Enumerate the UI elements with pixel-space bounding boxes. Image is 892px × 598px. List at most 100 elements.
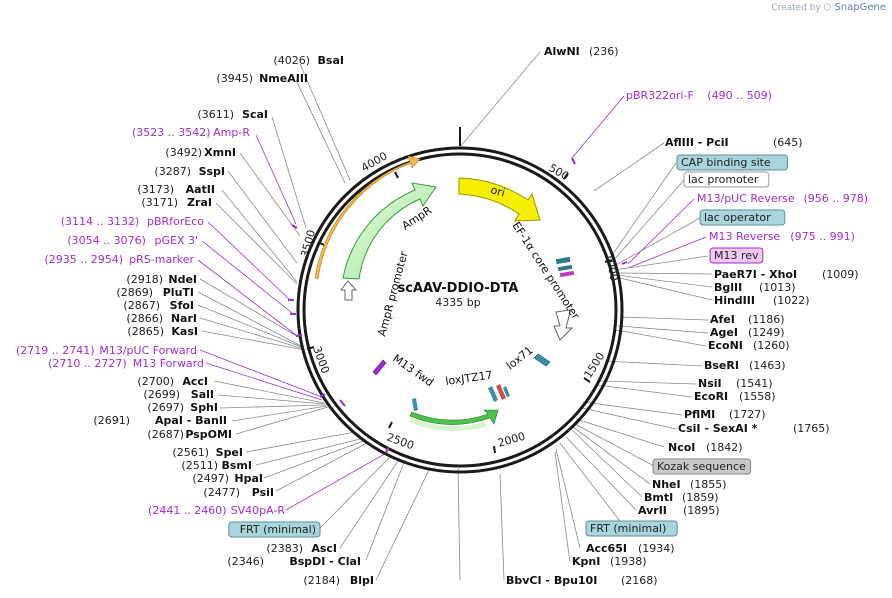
site-apai-banii: ApaI - BanII (2691) [93, 414, 227, 427]
site-name: SpeI [216, 446, 243, 459]
site-name: Acc65I [586, 542, 627, 555]
site-position: (1249) [748, 326, 785, 339]
site-name: ApaI - BanII [155, 414, 227, 427]
site-position: (1842) [706, 441, 743, 454]
site-position: (2719 .. 2741) [16, 344, 95, 357]
site-name: Amp-R [213, 126, 250, 139]
site-position: (2700) [137, 375, 174, 388]
site-position: (1463) [749, 359, 786, 372]
site-afei: AfeI(1186) [710, 313, 785, 326]
site-position: (956 .. 978) [804, 192, 869, 205]
site-m13-reverse: M13 Reverse(975 .. 991) [709, 230, 855, 243]
site-frt-minimal: FRT (minimal) [585, 520, 678, 537]
site-nari: NarI (2866) [126, 312, 197, 325]
site-m13-rev: M13 rev [709, 247, 764, 264]
site-blpi: BlpI(2184) [303, 574, 374, 587]
feature-label-ori: ori [489, 183, 506, 199]
site-acci: AccI(2700) [137, 375, 208, 388]
site-sphi: SphI (2697) [147, 401, 218, 414]
feature-box-label: FRT (minimal) [240, 523, 316, 536]
site-pspomi: PspOMI(2687) [147, 428, 232, 441]
site-position: (2699) [143, 388, 180, 401]
feature-box-label: M13 rev [714, 249, 759, 262]
site-position: (2697) [147, 401, 184, 414]
site-spei: SpeI(2561) [172, 446, 243, 459]
site-avrii: AvrII (1895) [638, 504, 720, 517]
site-position: (3287) [154, 165, 191, 178]
site-pbr322ori-f: pBR322ori-F(490 .. 509) [626, 89, 772, 102]
feature-label-m13-fwd: M13 fwd [390, 352, 436, 389]
site-name: EcoRI [694, 390, 728, 403]
feature-box-label: Kozak sequence [657, 460, 746, 473]
site-alwni: AlwNI(236) [544, 45, 619, 58]
site-afliii-pcii: AflIII - PciI(645) [665, 136, 803, 149]
site-position: (1013) [759, 281, 796, 294]
site-cap-binding-site: CAP binding site [676, 154, 788, 171]
site-name: SspI [199, 165, 225, 178]
site-name: SphI [190, 401, 218, 414]
site-csii-sexai: CsiI - SexAI *(1765) [678, 422, 830, 435]
site-name: KasI [171, 325, 198, 338]
site-position: (3492) [165, 146, 202, 159]
snapgene-watermark: Created by ⬡ SnapGene [771, 2, 886, 13]
site-position: (2441 .. 2460) [148, 504, 227, 517]
right-site-labels: AlwNI(236) pBR322ori-F(490 .. 509) AflIII … [506, 45, 868, 587]
site-name: AatII [186, 183, 215, 196]
site-name: PluTI [163, 286, 194, 299]
site-name: M13/pUC Reverse [697, 192, 795, 205]
site-name: AfeI [710, 313, 735, 326]
site-name: SalI [191, 388, 214, 401]
site-position: (1765) [793, 422, 830, 435]
site-name: NheI [652, 478, 681, 491]
site-name: XmnI [204, 146, 236, 159]
site-name: NarI [171, 312, 197, 325]
site-acc65i: Acc65I(1934) [586, 542, 675, 555]
site-bbvci-bpu10i: BbvCI - Bpu10I(2168) [506, 574, 658, 587]
site-name: AvrII [638, 504, 667, 517]
site-position: (2865) [127, 325, 164, 338]
site-position: (2869) [116, 286, 153, 299]
site-bmti: BmtI (1859) [644, 491, 719, 504]
site-name: M13 Forward [133, 357, 204, 370]
site-position: (1859) [682, 491, 719, 504]
feature-box [228, 521, 321, 538]
site-pflmi: PflMI (1727) [684, 408, 766, 421]
site-name: PsiI [252, 486, 274, 499]
site-nmeaiii: NmeAIII(3945) [216, 72, 308, 85]
site-name: BlpI [350, 574, 374, 587]
site-bsai: BsaI(4026) [273, 54, 344, 67]
feature-box [699, 209, 786, 226]
site-name: SfoI [170, 299, 194, 312]
site-name: pGEX 3' [154, 234, 198, 247]
feature-box-label: CAP binding site [681, 156, 771, 169]
feature-label-ef1a: EF-1α core promoter [509, 220, 582, 323]
site-bspdi-clai: BspDI - ClaI(2346) [227, 555, 361, 568]
site-sspi: SspI (3287) [154, 165, 225, 178]
site-position: (490 .. 509) [707, 89, 772, 102]
site-position: (3945) [216, 72, 253, 85]
feature-box [652, 458, 752, 475]
tick-label-2000: 2000 [496, 430, 526, 450]
site-name: KpnI [572, 555, 600, 568]
site-position: (1855) [690, 478, 727, 491]
site-position: (1895) [683, 504, 720, 517]
site-position: (1727) [729, 408, 766, 421]
site-position: (2866) [126, 312, 163, 325]
site-name: HpaI [234, 472, 263, 485]
site-bglii: BglII(1013) [714, 281, 796, 294]
site-name: ScaI [242, 108, 268, 121]
site-name: PflMI [684, 408, 715, 421]
site-position: (2691) [93, 414, 130, 427]
site-bsmi: BsmI(2511) [181, 459, 252, 472]
tick-label-1500: 1500 [582, 350, 608, 381]
site-name: SV40pA-R [231, 504, 286, 517]
site-name: ZraI [187, 196, 212, 209]
site-name: AscI [311, 542, 337, 555]
site-position: (2346) [227, 555, 264, 568]
feature-box [709, 247, 764, 264]
site-name: M13/pUC Forward [99, 344, 197, 357]
site-ndei: NdeI(2918) [126, 273, 197, 286]
site-name: BmtI [644, 491, 673, 504]
site-kpni: KpnI(1938) [572, 555, 647, 568]
plasmid-name: scAAV-DDIO-DTA [397, 281, 518, 296]
